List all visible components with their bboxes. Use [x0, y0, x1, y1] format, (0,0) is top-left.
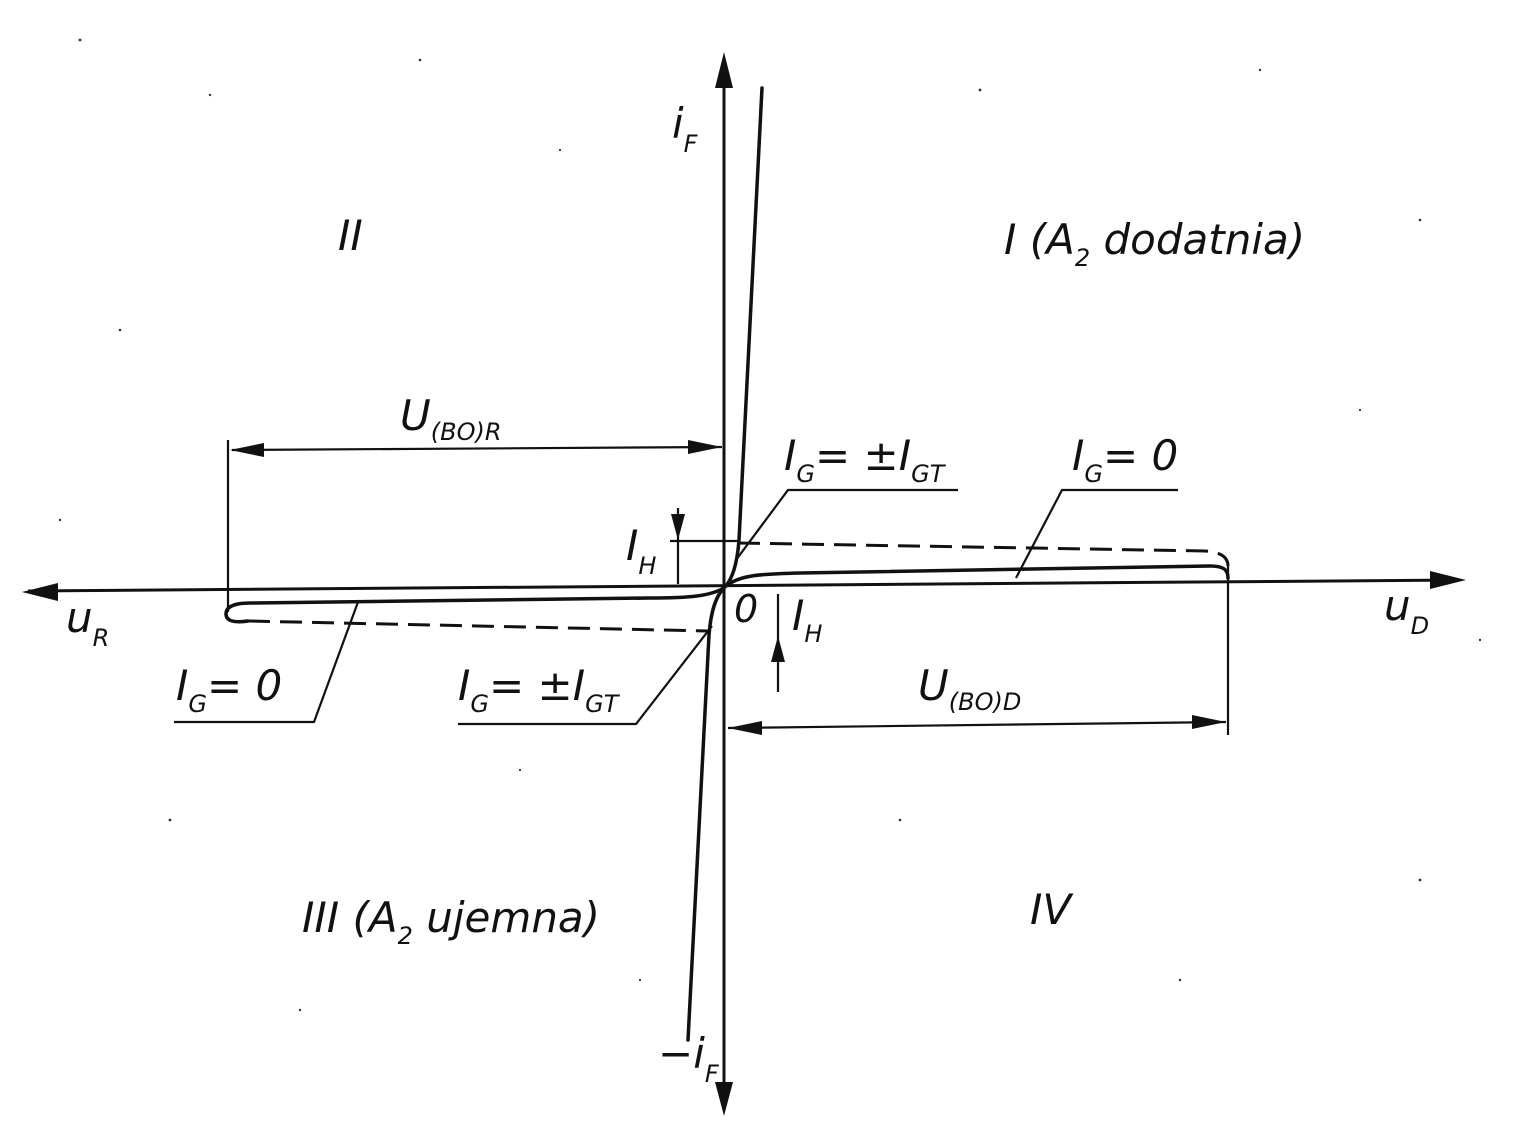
- breakover-forward-arrow-left: [728, 721, 762, 735]
- on-state-branch-reverse: [686, 586, 726, 1042]
- x-axis-positive-label: uD: [1384, 581, 1429, 640]
- x-axis-line: [27, 578, 1461, 593]
- breakover-forward-arrow-right: [1192, 715, 1226, 729]
- paper-specks: [58, 38, 1482, 1012]
- x-axis-arrow-left: [22, 583, 58, 601]
- holding-top-marker-arrow: [671, 514, 685, 540]
- quadrant-4-label: IV: [1030, 885, 1074, 934]
- gate-trigger-bottom-label: IG= ±IGT: [458, 661, 621, 718]
- on-state-branch-forward: [724, 86, 764, 588]
- holding-top-label: IH: [626, 521, 656, 580]
- gate-trigger-bottom-leader: [458, 625, 713, 726]
- quadrant-3-label: III (A2 ujemna): [302, 893, 600, 950]
- origin-label: 0: [734, 587, 758, 631]
- quadrant-2-label: II: [338, 211, 363, 260]
- gate-zero-left-leader: [174, 601, 360, 724]
- off-state-curve-forward: [724, 564, 1230, 588]
- breakover-reverse-arrow-left: [230, 443, 264, 457]
- gate-zero-right-label: IG= 0: [1072, 431, 1178, 488]
- gate-trigger-top-label: IG= ±IGT: [784, 431, 947, 488]
- off-state-curve-reverse: [224, 586, 726, 624]
- breakover-reverse-label: U(BO)R: [400, 391, 502, 446]
- y-axis-arrow-up: [715, 52, 733, 88]
- breakover-forward-label: U(BO)D: [918, 661, 1021, 716]
- x-axis-negative-label: uR: [66, 593, 109, 652]
- gate-zero-right-leader: [1015, 488, 1178, 579]
- y-axis-positive-label: iF: [672, 99, 699, 158]
- holding-bottom-label: IH: [792, 591, 822, 648]
- holding-bottom-marker-arrow: [771, 636, 785, 662]
- gate-zero-left-label: IG= 0: [176, 661, 282, 718]
- x-axis-arrow-right: [1430, 571, 1466, 589]
- breakover-reverse-arrow-right: [688, 440, 722, 454]
- holding-current-line-reverse: [247, 619, 709, 633]
- quadrant-1-label: I (A2 dodatnia): [1004, 215, 1305, 272]
- breakover-reverse-dimension-line: [231, 445, 723, 452]
- y-axis-negative-label: −iF: [658, 1029, 720, 1088]
- holding-current-line-forward: [737, 541, 1230, 567]
- y-axis-arrow-down: [715, 1082, 733, 1116]
- breakover-forward-dimension-line: [727, 720, 1227, 730]
- gate-trigger-top-leader: [735, 488, 958, 561]
